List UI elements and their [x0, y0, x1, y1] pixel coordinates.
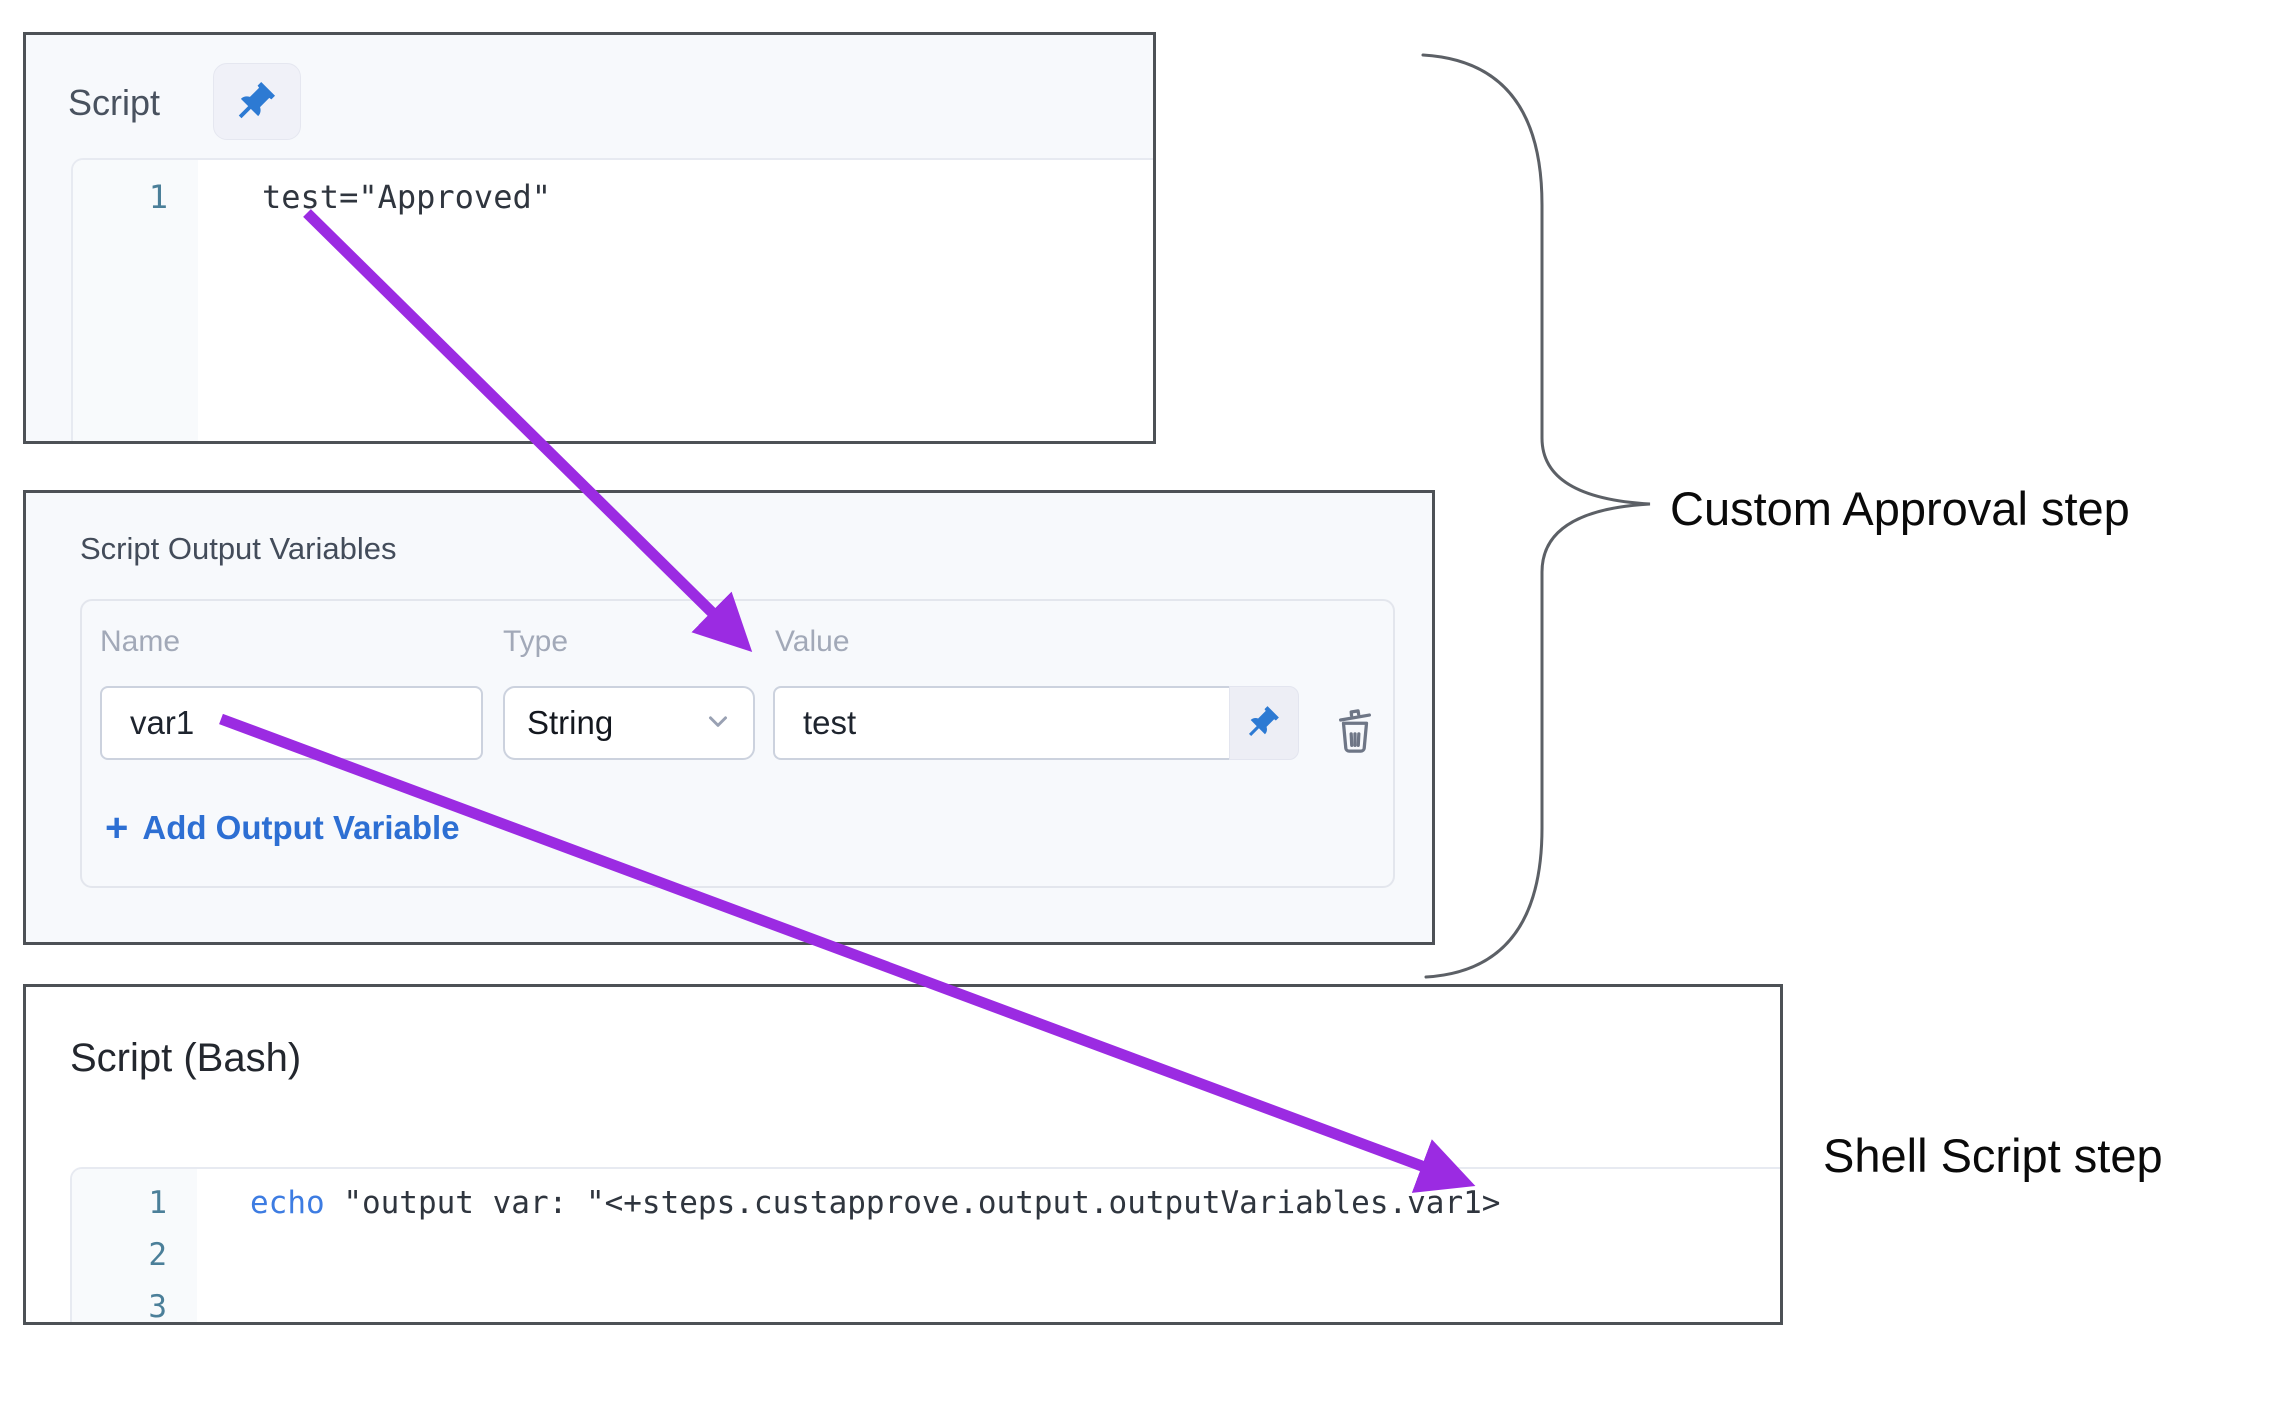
code-text: echo "output var: "<+steps.custapprove.o… — [197, 1177, 1500, 1229]
pin-button[interactable] — [213, 63, 301, 140]
code-line: 2 — [72, 1229, 1780, 1281]
code-line: 1 echo "output var: "<+steps.custapprove… — [72, 1177, 1780, 1229]
shell-script-step-label: Shell Script step — [1823, 1129, 2163, 1182]
selected-type: String — [527, 704, 614, 741]
delete-variable-button[interactable] — [1330, 705, 1380, 757]
script-code-editor[interactable]: 1 test="Approved" — [71, 158, 1153, 441]
add-output-variable-button[interactable]: + Add Output Variable — [105, 805, 460, 850]
line-number: 2 — [148, 1237, 167, 1273]
plus-icon: + — [105, 805, 129, 850]
code-rest: "output var: "<+steps.custapprove.output… — [324, 1185, 1501, 1221]
line-number-gutter — [73, 160, 198, 441]
variable-type-select[interactable]: String — [503, 686, 755, 760]
variable-value-group — [773, 686, 1299, 760]
chevron-down-icon — [703, 706, 733, 741]
script-panel-title: Script — [68, 82, 161, 123]
trash-icon — [1332, 705, 1378, 758]
echo-keyword: echo — [250, 1185, 325, 1221]
type-column-label: Type — [503, 625, 569, 658]
add-output-variable-label: Add Output Variable — [142, 809, 460, 846]
pushpin-icon — [234, 77, 280, 126]
script-output-variables-panel: Script Output Variables Name Type Value … — [23, 490, 1435, 945]
bash-code-editor[interactable]: 1 echo "output var: "<+steps.custapprove… — [70, 1167, 1780, 1322]
code-text: test="Approved" — [262, 178, 551, 216]
pushpin-icon — [1245, 702, 1283, 745]
value-pin-button[interactable] — [1229, 686, 1299, 760]
line-number: 1 — [148, 178, 168, 216]
line-number: 3 — [148, 1289, 167, 1322]
curly-brace — [1421, 53, 1651, 979]
code-line: 3 — [72, 1281, 1780, 1322]
output-variables-title: Script Output Variables — [80, 531, 397, 566]
code-text — [197, 1281, 250, 1322]
variable-name-input[interactable] — [100, 686, 483, 760]
name-column-label: Name — [100, 625, 181, 658]
bash-panel-title: Script (Bash) — [70, 1036, 302, 1080]
variable-value-input[interactable] — [773, 686, 1229, 760]
code-text — [197, 1229, 250, 1281]
shell-script-panel: Script (Bash) 1 echo "output var: "<+ste… — [23, 984, 1783, 1325]
line-number-gutter — [72, 1169, 197, 1322]
custom-approval-script-panel: Script 1 test="Approved" — [23, 32, 1156, 444]
value-column-label: Value — [775, 625, 850, 658]
code-line: 1 test="Approved" — [73, 172, 1153, 222]
custom-approval-step-label: Custom Approval step — [1670, 482, 2130, 535]
line-number: 1 — [148, 1185, 167, 1221]
